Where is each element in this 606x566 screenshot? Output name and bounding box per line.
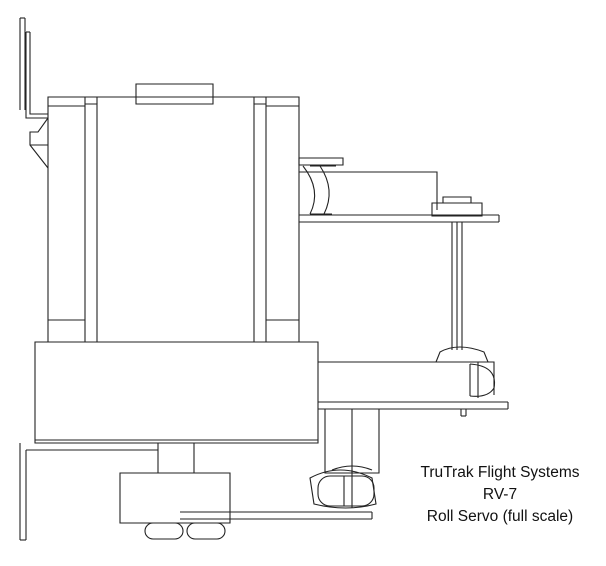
caption-block: TruTrak Flight Systems RV-7 Roll Servo (… <box>395 462 605 528</box>
lower-servo-body <box>20 443 230 540</box>
lower-rod-end-bearing <box>310 466 376 508</box>
motor-housing <box>48 97 299 342</box>
lower-arm <box>318 362 508 416</box>
top-connector-cap <box>136 84 213 104</box>
caption-model: RV-7 <box>482 486 518 503</box>
upper-arm <box>299 158 499 222</box>
output-shaft <box>432 197 482 350</box>
servo-wheels <box>145 523 225 539</box>
caption-company: TruTrak Flight Systems <box>420 464 580 481</box>
upper-rod-end-bearing <box>436 347 495 398</box>
top-mounting-bracket <box>20 18 48 168</box>
caption-part: Roll Servo (full scale) <box>426 508 574 525</box>
gearbox-block <box>35 342 318 443</box>
lower-link-arm <box>180 409 379 519</box>
